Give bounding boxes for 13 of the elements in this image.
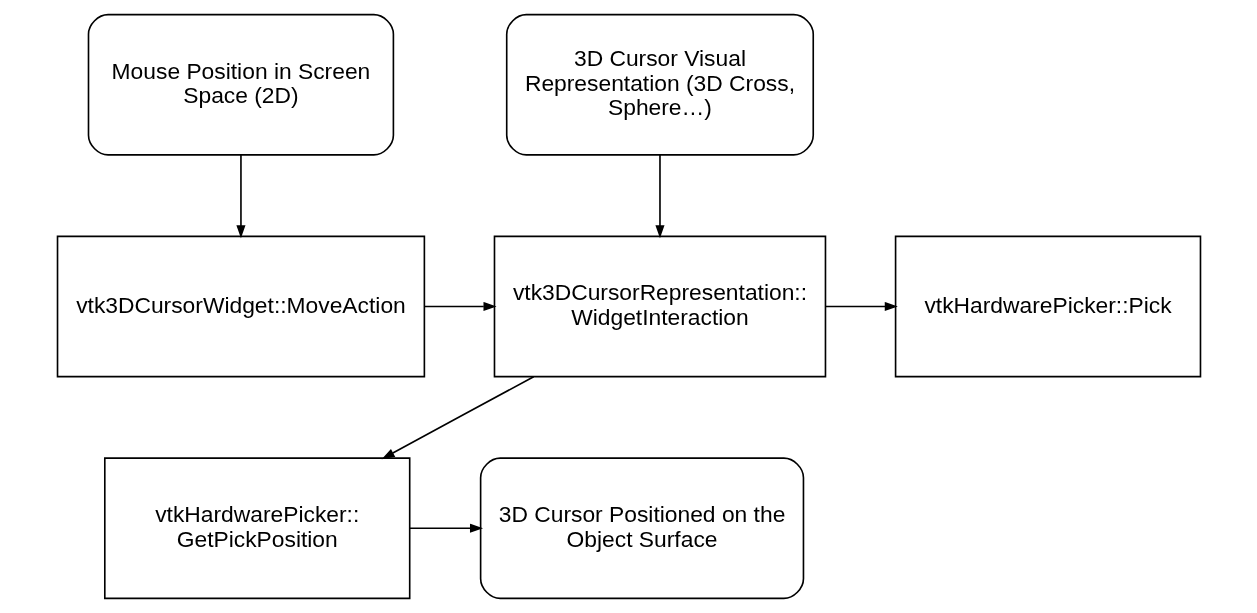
arrow: [235, 154, 245, 239]
arrow: [381, 375, 534, 460]
arrow: [408, 523, 483, 533]
node-box: vtkHardwarePicker:: GetPickPosition: [103, 457, 410, 600]
node-box: vtkHardwarePicker::Pick: [894, 235, 1201, 378]
arrow: [654, 154, 665, 239]
arrow: [423, 301, 497, 312]
node-box: vtk3DCursorRepresentation:: WidgetInteraction: [493, 235, 826, 378]
node-box: Mouse Position in Screen Space (2D): [87, 13, 394, 156]
node-box: 3D Cursor Positioned on the Object Surface: [479, 457, 804, 600]
node-box: vtk3DCursorWidget::MoveAction: [56, 235, 425, 378]
node-box: 3D Cursor Visual Representation (3D Cross, Sphere…): [505, 13, 814, 156]
arrow: [824, 301, 898, 312]
